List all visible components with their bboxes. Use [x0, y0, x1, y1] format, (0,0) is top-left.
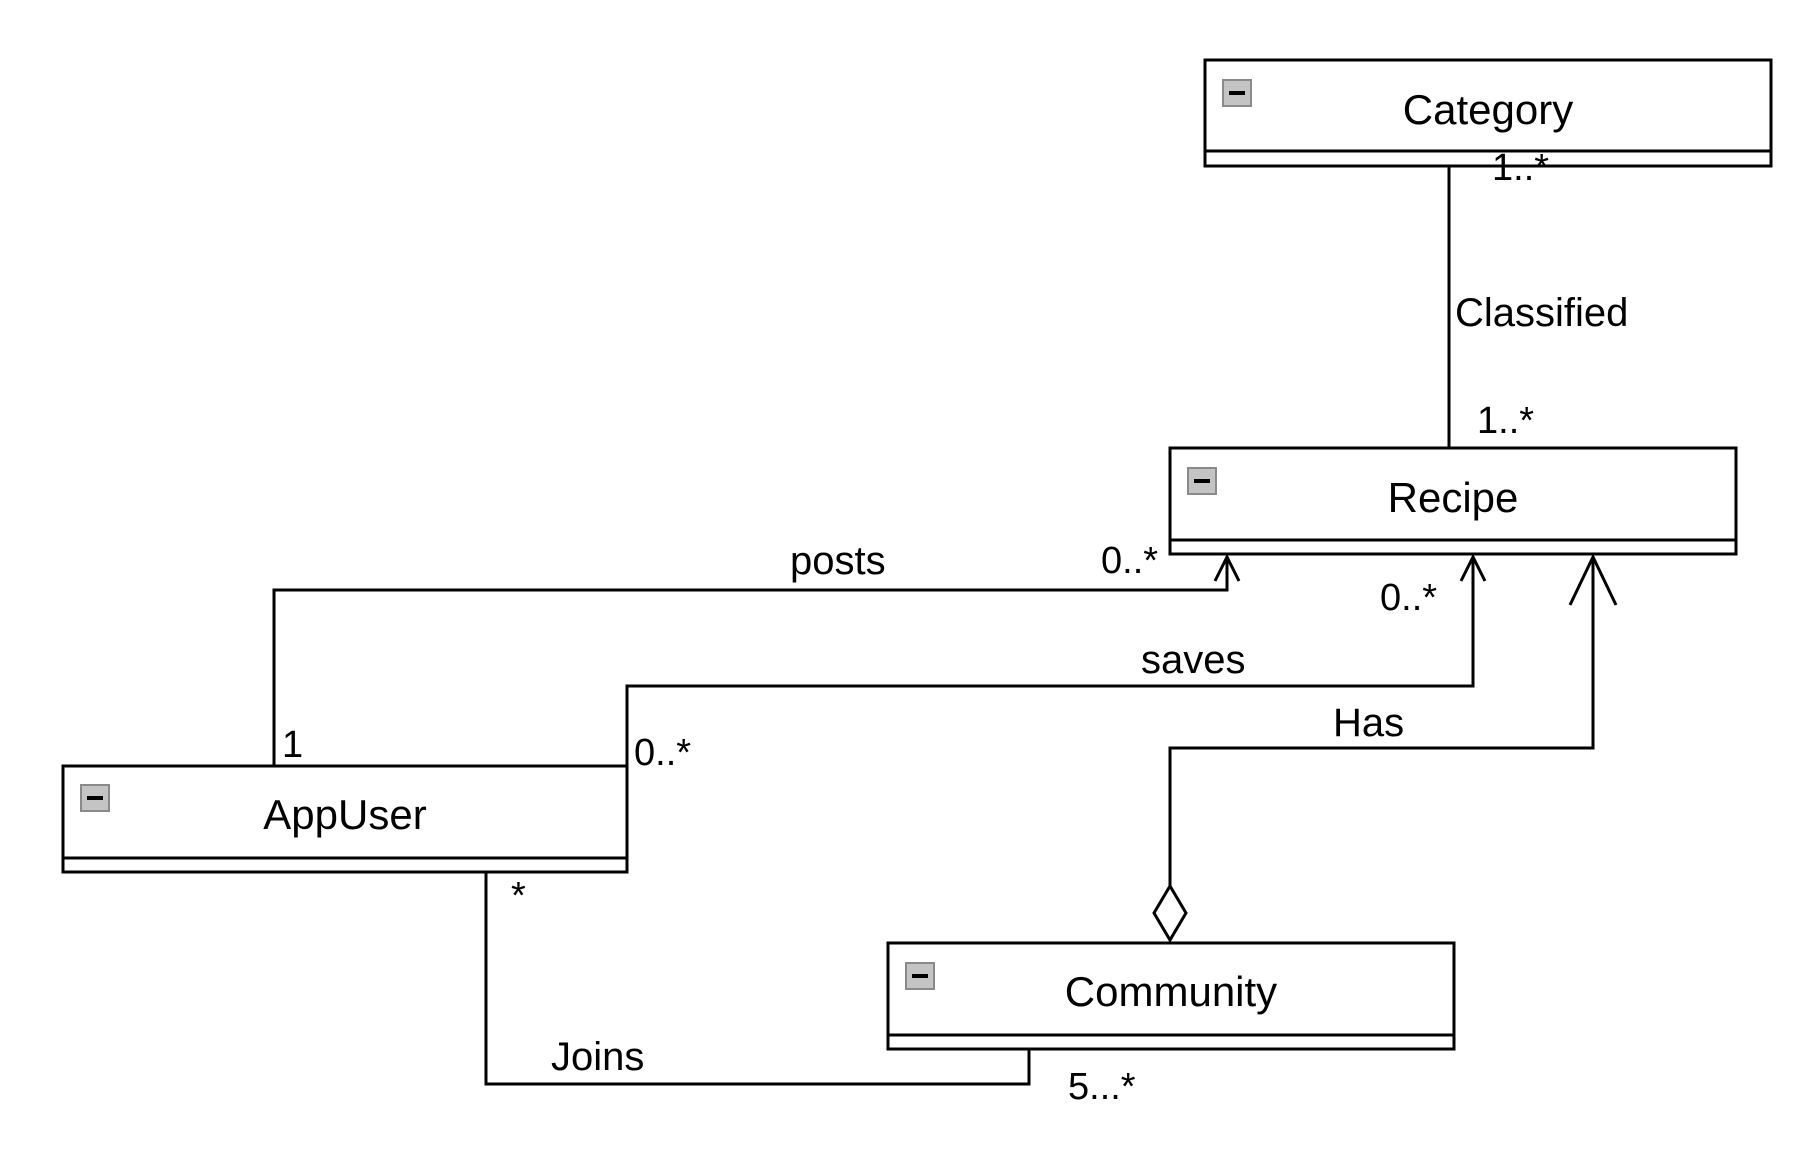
- class-community[interactable]: Community: [886, 941, 1456, 1051]
- class-name: Community: [1065, 968, 1277, 1015]
- multiplicity-appuser-joins: *: [511, 875, 526, 917]
- label-saves: saves: [1141, 638, 1246, 682]
- multiplicity-recipe-posts: 0..*: [1101, 540, 1158, 582]
- class-recipe[interactable]: Recipe: [1168, 446, 1738, 556]
- class-category[interactable]: Category: [1203, 58, 1773, 168]
- edge-joins: [484, 871, 1031, 1086]
- multiplicity-recipe-saves: 0..*: [1380, 577, 1437, 619]
- collapse-minus-icon[interactable]: [1187, 467, 1217, 495]
- edge-saves: [625, 553, 1487, 820]
- multiplicity-appuser-saves: 0..*: [634, 732, 691, 774]
- multiplicity-recipe-classified: 1..*: [1477, 400, 1534, 442]
- open-arrowhead-icon: [1459, 553, 1487, 582]
- class-name: Category: [1403, 86, 1573, 133]
- class-name: AppUser: [263, 791, 426, 838]
- edge-has: [1152, 553, 1618, 943]
- label-has: Has: [1333, 701, 1404, 745]
- collapse-minus-icon[interactable]: [80, 784, 110, 812]
- aggregation-diamond-icon: [1152, 883, 1188, 943]
- multiplicity-appuser-posts: 1: [282, 724, 303, 766]
- edge-posts: [272, 553, 1241, 766]
- label-classified: Classified: [1455, 291, 1628, 335]
- class-name: Recipe: [1388, 474, 1519, 521]
- open-arrowhead-icon: [1568, 553, 1618, 606]
- label-posts: posts: [790, 539, 886, 583]
- class-appuser[interactable]: AppUser: [61, 764, 629, 874]
- multiplicity-community-joins: 5...*: [1068, 1066, 1136, 1108]
- collapse-minus-icon[interactable]: [905, 962, 935, 990]
- label-joins: Joins: [551, 1035, 644, 1079]
- multiplicity-category-classified: 1..*: [1492, 147, 1549, 189]
- collapse-minus-icon[interactable]: [1222, 79, 1252, 107]
- open-arrowhead-icon: [1213, 553, 1241, 582]
